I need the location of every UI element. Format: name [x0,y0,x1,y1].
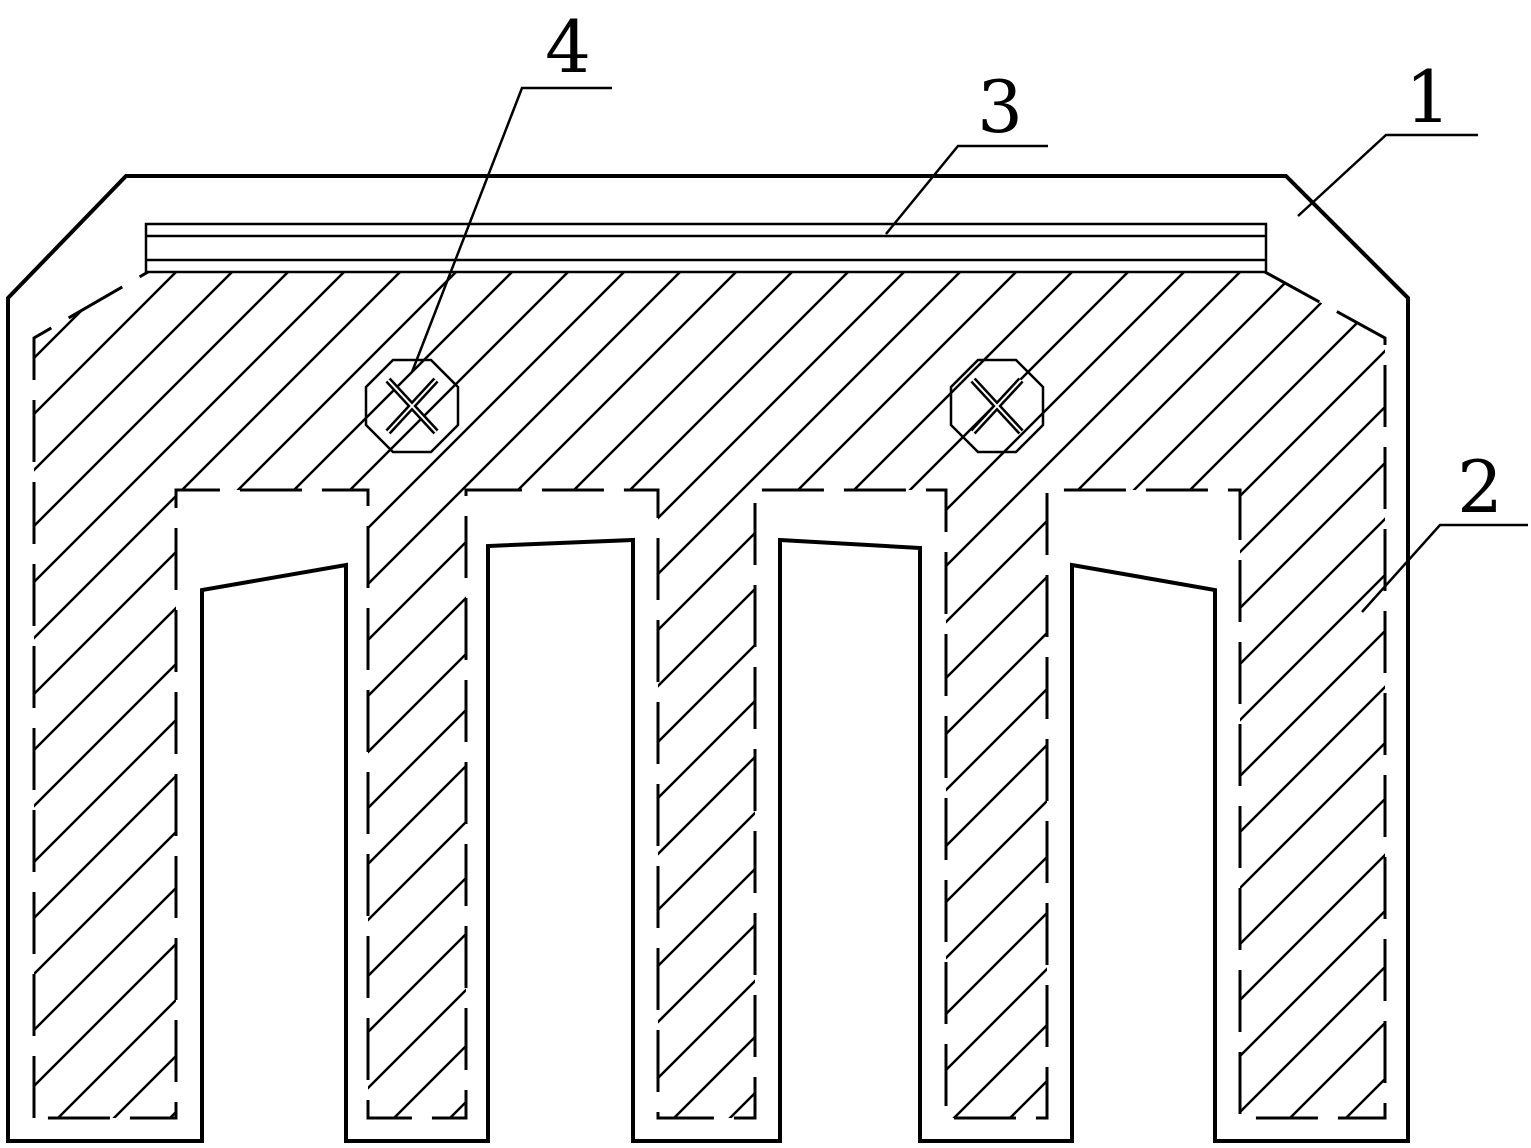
inner-dashed-right [34,270,1387,1120]
callout-3: 3 [977,65,1023,149]
leader-lines [410,86,1528,613]
callout-1: 1 [1405,55,1451,139]
screw-right [949,358,1045,454]
inner-dashed-boundary [32,270,149,1118]
hatched-filling [34,272,1385,1118]
callout-4: 4 [545,5,591,89]
top-strip [144,222,1268,274]
screw-left [364,358,460,454]
outer-housing [6,174,1410,1143]
callout-2: 2 [1457,445,1503,529]
